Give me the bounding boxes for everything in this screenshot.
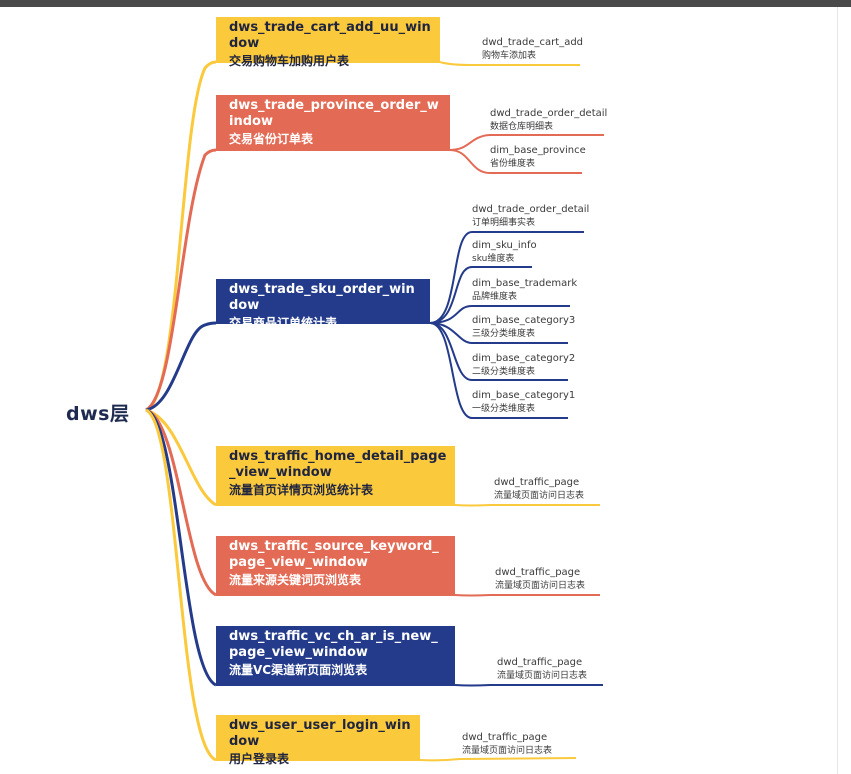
leaf-desc: 三级分类维度表 (472, 329, 536, 339)
node-desc: 交易商品订单统计表 (229, 316, 338, 330)
node-desc: 流量VC渠道新页面浏览表 (229, 663, 368, 677)
leaf-dim-base-category1[interactable]: dim_base_category1 一级分类维度表 (472, 390, 575, 415)
connector-root-node-0 (145, 60, 217, 412)
leaf-desc: 二级分类维度表 (472, 367, 536, 377)
node-traffic-home-detail-page-view-window[interactable]: dws_traffic_home_detail_page_view_window… (216, 446, 455, 505)
leaf-name: dwd_trade_order_detail (490, 108, 608, 119)
leaf-desc: 数据仓库明细表 (490, 122, 554, 132)
leaf-desc: 省份维度表 (490, 159, 536, 169)
connector-root-node-3 (145, 408, 217, 507)
node-desc: 用户登录表 (229, 752, 290, 766)
node-trade-cart-add-uu-window[interactable]: dws_trade_cart_add_uu_window 交易购物车加购用户表 (216, 17, 440, 68)
leaf-name: dwd_trade_order_detail (472, 204, 590, 215)
node-desc: 交易省份订单表 (229, 132, 314, 146)
connector-root-node-5 (145, 408, 217, 687)
node-name: dws_user_user_login_window (229, 718, 411, 749)
leaf-desc: 流量域页面访问日志表 (497, 671, 588, 681)
leaf-desc: 一级分类维度表 (472, 404, 536, 414)
node-name: dws_trade_cart_add_uu_window (229, 20, 431, 51)
leaf-desc: 购物车添加表 (482, 51, 537, 61)
connector-root-node-6 (145, 408, 217, 762)
leaf-dim-base-category3[interactable]: dim_base_category3 三级分类维度表 (472, 315, 575, 340)
leaf-name: dim_base_category2 (472, 353, 576, 364)
leaf-name: dim_sku_info (472, 240, 537, 251)
node-name: dws_trade_sku_order_window (229, 282, 415, 313)
leaf-dwd-trade-order-detail[interactable]: dwd_trade_order_detail 数据仓库明细表 (490, 108, 607, 133)
connector-root-node-2 (145, 321, 217, 412)
node-trade-sku-order-window[interactable]: dws_trade_sku_order_window 交易商品订单统计表 (216, 279, 430, 330)
leaf-dim-base-category2[interactable]: dim_base_category2 二级分类维度表 (472, 353, 575, 378)
leaf-dwd-traffic-page-keyword[interactable]: dwd_traffic_page 流量域页面访问日志表 (495, 567, 585, 592)
node-name: dws_traffic_vc_ch_ar_is_new_page_view_wi… (229, 629, 438, 660)
leaf-name: dim_base_province (490, 145, 586, 156)
scrollbar-track[interactable] (837, 7, 851, 774)
node-traffic-vc-ch-ar-is-new-page-view-window[interactable]: dws_traffic_vc_ch_ar_is_new_page_view_wi… (216, 626, 455, 685)
node-name: dws_traffic_source_keyword_page_view_win… (229, 539, 439, 570)
leaf-name: dwd_traffic_page (497, 657, 583, 668)
leaf-name: dwd_trade_cart_add (482, 37, 584, 48)
leaf-dwd-trade-order-detail-fact[interactable]: dwd_trade_order_detail 订单明细事实表 (472, 204, 589, 229)
node-desc: 流量首页详情页浏览统计表 (229, 483, 374, 497)
leaf-dwd-traffic-page-vc[interactable]: dwd_traffic_page 流量域页面访问日志表 (497, 657, 587, 682)
leaf-dwd-traffic-page-home[interactable]: dwd_traffic_page 流量域页面访问日志表 (494, 477, 584, 502)
leaf-dwd-traffic-page-login[interactable]: dwd_traffic_page 流量域页面访问日志表 (462, 732, 552, 757)
leaf-name: dim_base_trademark (472, 278, 578, 289)
node-name: dws_trade_province_order_window (229, 98, 439, 129)
leaf-name: dwd_traffic_page (495, 567, 581, 578)
leaf-dim-base-province[interactable]: dim_base_province 省份维度表 (490, 145, 586, 170)
leaf-name: dim_base_category3 (472, 315, 576, 326)
node-desc: 流量来源关键词页浏览表 (229, 573, 362, 587)
node-name: dws_traffic_home_detail_page_view_window (229, 449, 447, 480)
node-trade-province-order-window[interactable]: dws_trade_province_order_window 交易省份订单表 (216, 95, 450, 150)
leaf-desc: 流量域页面访问日志表 (462, 746, 553, 756)
leaf-desc: sku维度表 (472, 254, 515, 264)
node-user-user-login-window[interactable]: dws_user_user_login_window 用户登录表 (216, 715, 420, 766)
window-top-bar (0, 0, 851, 7)
leaf-dwd-trade-cart-add[interactable]: dwd_trade_cart_add 购物车添加表 (482, 37, 583, 62)
leaf-name: dwd_traffic_page (462, 732, 548, 743)
leaf-name: dwd_traffic_page (494, 477, 580, 488)
root-node-label: dws层 (66, 403, 130, 425)
leaf-desc: 品牌维度表 (472, 292, 518, 302)
leaf-desc: 流量域页面访问日志表 (494, 491, 585, 501)
leaf-dim-sku-info[interactable]: dim_sku_info sku维度表 (472, 240, 537, 265)
node-desc: 交易购物车加购用户表 (229, 54, 350, 68)
connector-root-node-4 (145, 408, 217, 597)
connector-root-node-1 (145, 148, 217, 412)
leaf-name: dim_base_category1 (472, 390, 576, 401)
node-traffic-source-keyword-page-view-window[interactable]: dws_traffic_source_keyword_page_view_win… (216, 536, 455, 595)
leaf-desc: 订单明细事实表 (472, 218, 536, 228)
leaf-dim-base-trademark[interactable]: dim_base_trademark 品牌维度表 (472, 278, 577, 303)
leaf-desc: 流量域页面访问日志表 (495, 581, 586, 591)
